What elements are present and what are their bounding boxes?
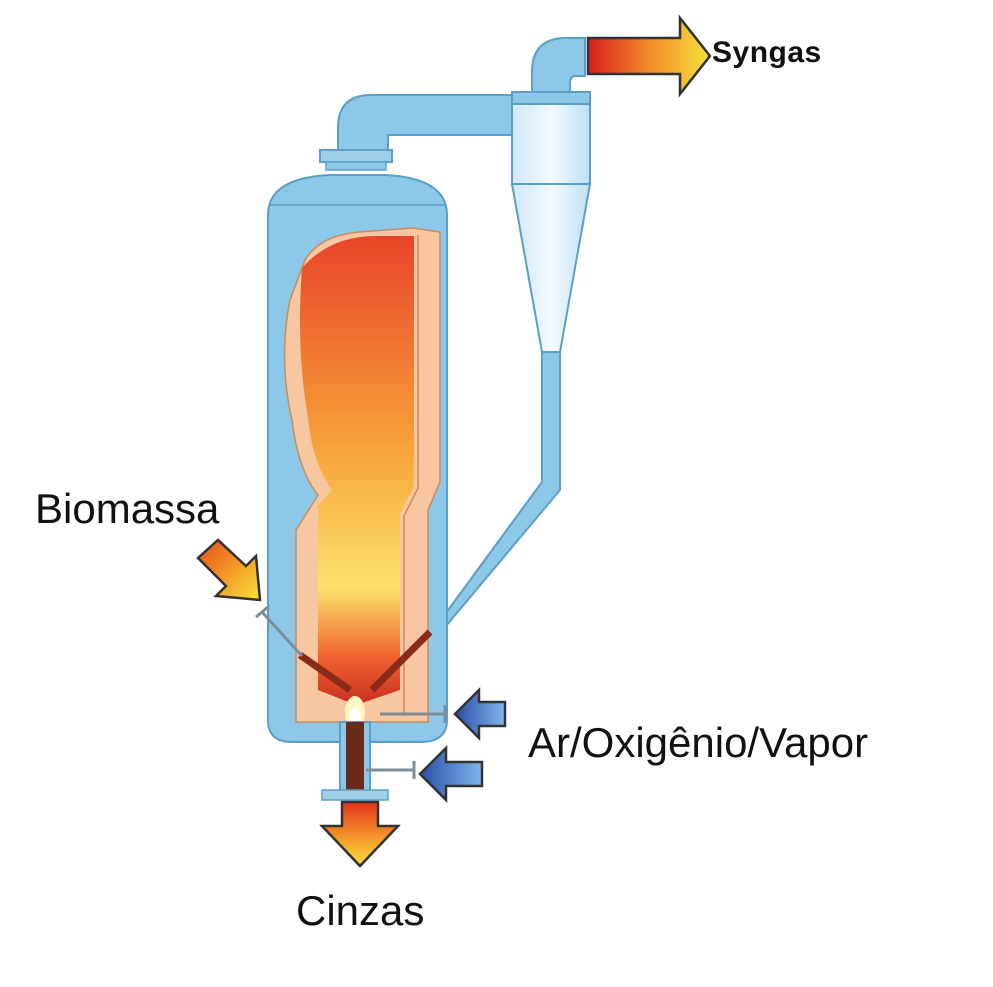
biomass-feed-pipe	[255, 605, 304, 658]
transfer-pipe	[319, 94, 519, 171]
air-oxygen-steam-label: Ar/Oxigênio/Vapor	[528, 719, 869, 766]
ash-arrow-icon	[319, 800, 401, 868]
air-arrow-lower-icon	[418, 744, 484, 804]
air-injection-pipes	[366, 705, 447, 779]
air-arrow-upper-icon	[453, 686, 507, 742]
biomass-label: Biomassa	[35, 485, 220, 532]
gasifier-vessel-icon	[267, 174, 448, 801]
syngas-arrow-icon	[586, 14, 712, 98]
biomass-arrow-icon	[196, 538, 262, 602]
cyclone-separator-icon	[416, 37, 592, 658]
ash-label: Cinzas	[296, 887, 425, 934]
syngas-label: Syngas	[712, 36, 822, 69]
